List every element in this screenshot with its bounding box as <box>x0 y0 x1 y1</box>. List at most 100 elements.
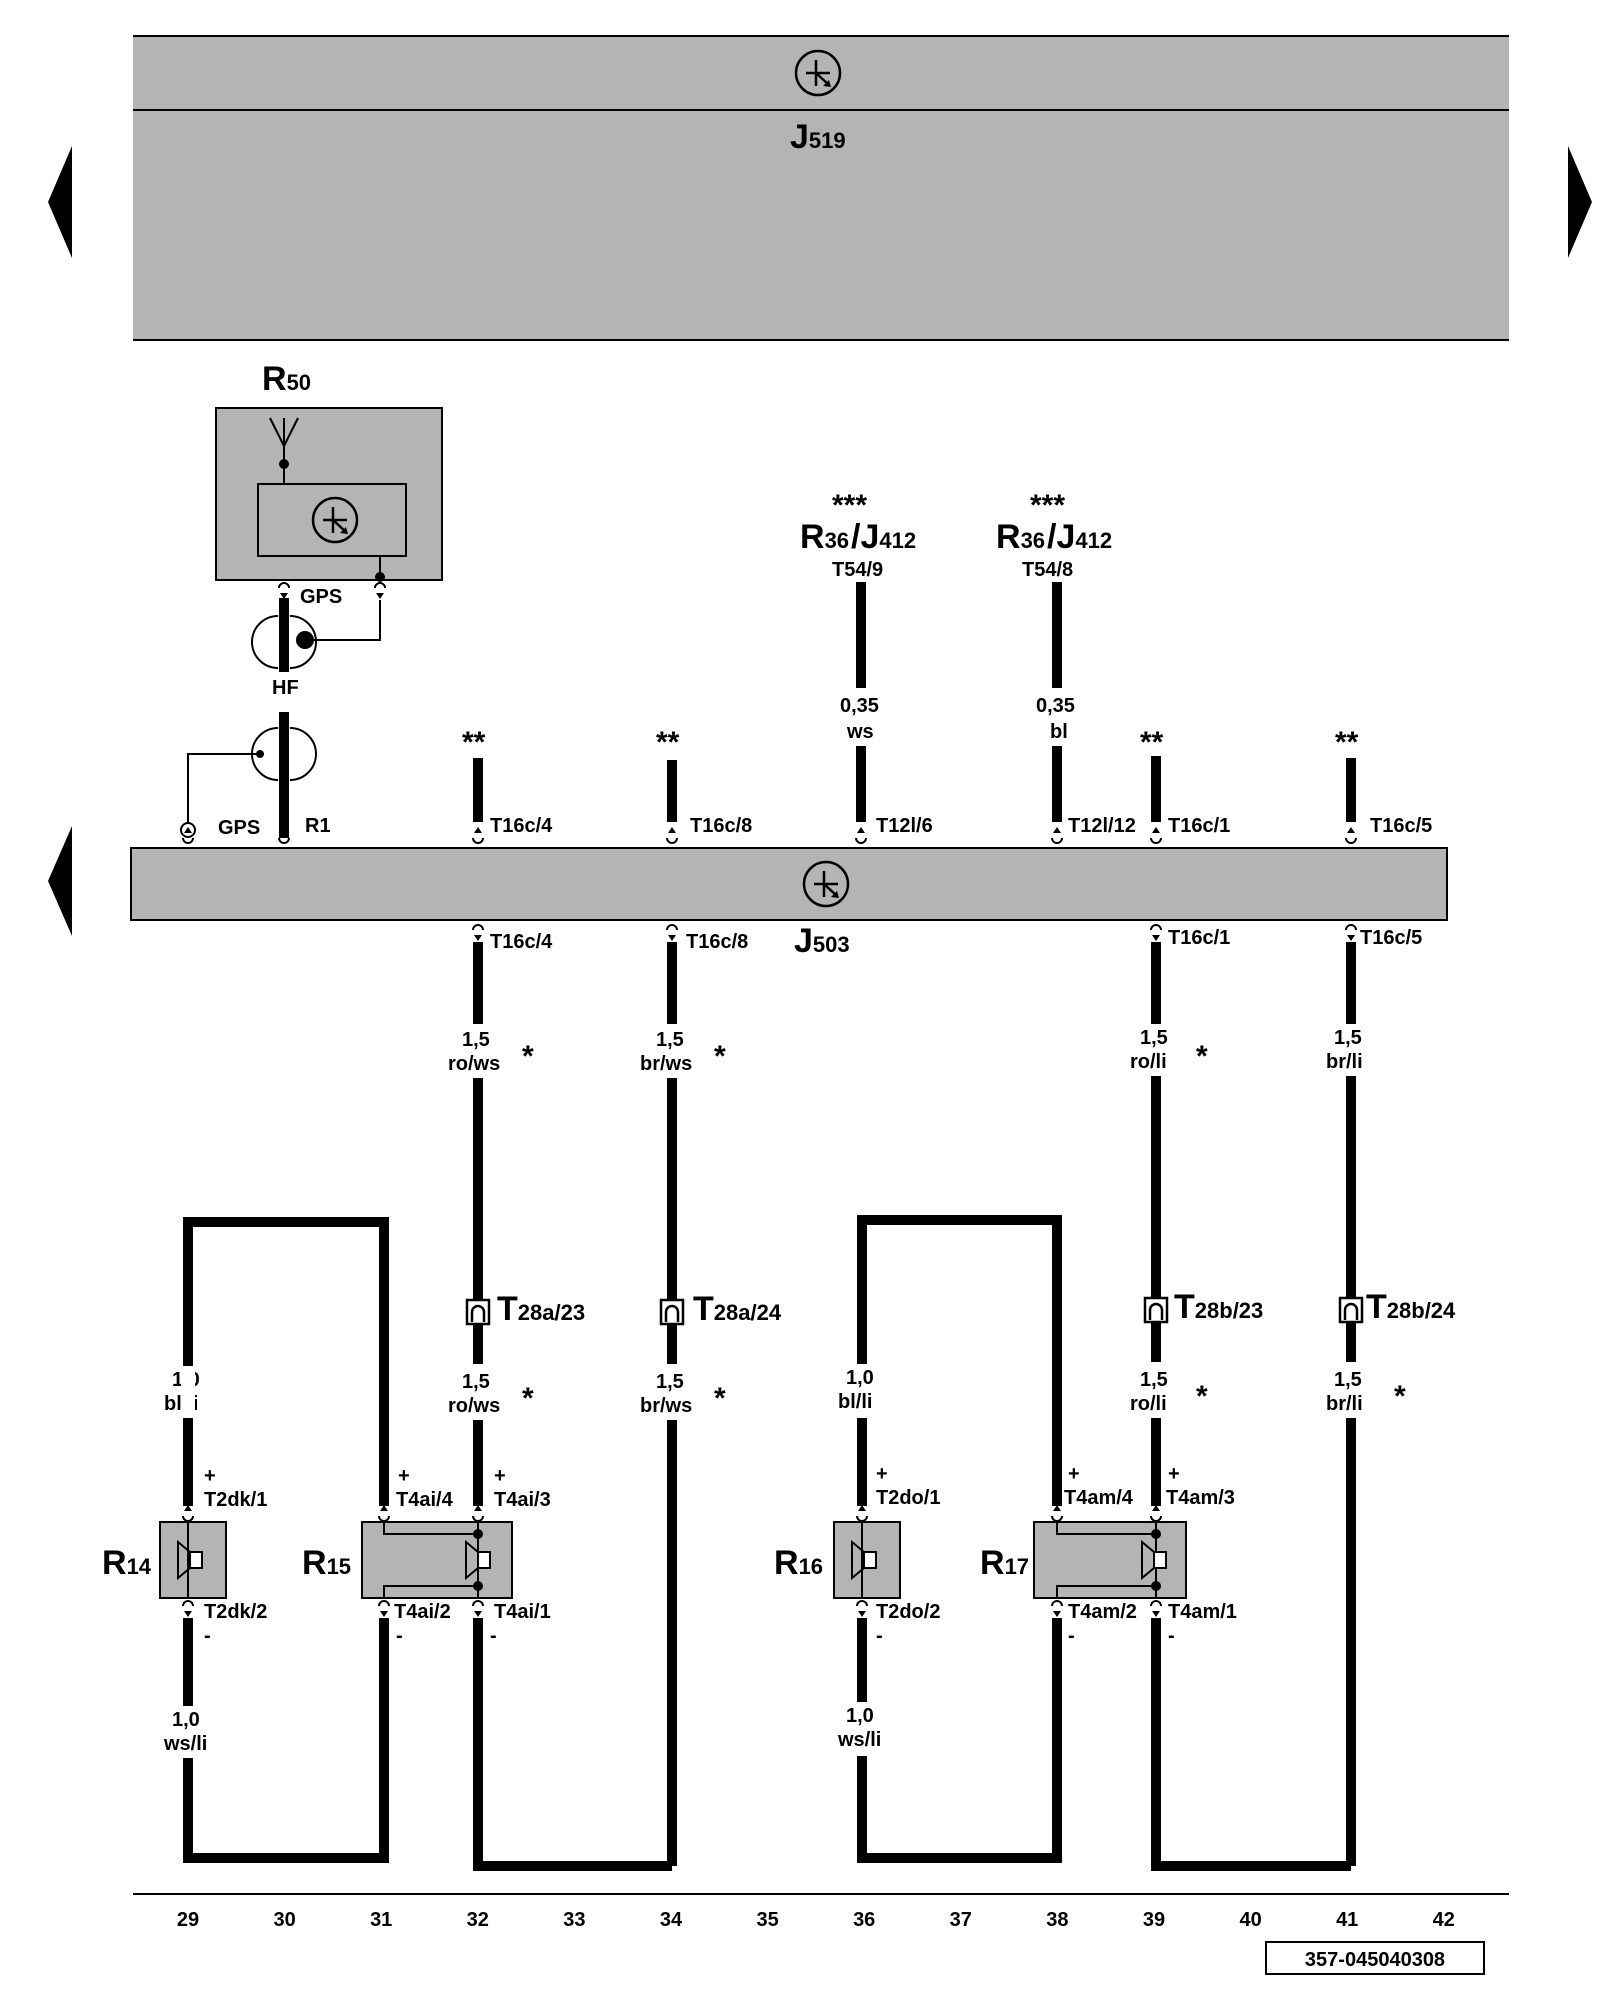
pin-label: R1 <box>305 815 331 837</box>
pin-label: T16c/4 <box>490 931 553 953</box>
svg-text:-: - <box>204 1625 211 1647</box>
svg-text:ro/ws: ro/ws <box>448 1395 500 1417</box>
svg-text:br/li: br/li <box>1326 1393 1363 1415</box>
svg-text:***: *** <box>832 489 867 522</box>
column-number: 38 <box>1046 1909 1068 1931</box>
column-number: 32 <box>467 1909 489 1931</box>
svg-text:T54/8: T54/8 <box>1022 559 1073 581</box>
connector-t28a-24: T28a/24 <box>659 1290 782 1328</box>
svg-text:T28b/24: T28b/24 <box>1366 1288 1456 1326</box>
svg-text:+: + <box>1168 1463 1180 1485</box>
column-number: 39 <box>1143 1909 1165 1931</box>
svg-text:ro/li: ro/li <box>1130 1051 1167 1073</box>
svg-text:ws: ws <box>846 721 874 743</box>
svg-text:357-045040308: 357-045040308 <box>1305 1949 1445 1971</box>
svg-text:+: + <box>494 1465 506 1487</box>
svg-text:T4am/1: T4am/1 <box>1168 1601 1237 1623</box>
svg-text:1,5: 1,5 <box>462 1371 490 1393</box>
connector-t28b-23: T28b/23 <box>1143 1288 1263 1326</box>
arrow-right-icon[interactable] <box>1568 146 1592 258</box>
pin-label: T16c/5 <box>1370 815 1432 837</box>
speaker-r14: + T2dk/1 R14 T2dk/2 - <box>102 1465 267 1647</box>
svg-text:1,0: 1,0 <box>172 1709 200 1731</box>
column-number: 40 <box>1239 1909 1261 1931</box>
svg-text:1,5: 1,5 <box>656 1371 684 1393</box>
svg-text:1,5: 1,5 <box>656 1029 684 1051</box>
svg-text:br/ws: br/ws <box>640 1053 692 1075</box>
svg-text:*: * <box>1196 1040 1208 1073</box>
svg-text:R36/J412: R36/J412 <box>800 518 916 556</box>
j503-control-unit: J503 <box>130 847 1448 960</box>
r50-label: R50 <box>262 360 311 398</box>
svg-text:+: + <box>876 1463 888 1485</box>
svg-text:-: - <box>1068 1625 1075 1647</box>
svg-text:0,35: 0,35 <box>1036 695 1075 717</box>
svg-text:-: - <box>876 1625 883 1647</box>
connector-t28a-23: T28a/23 <box>465 1290 585 1328</box>
svg-text:T4am/3: T4am/3 <box>1166 1487 1235 1509</box>
arrow-left-icon[interactable] <box>48 826 72 936</box>
r36-j412-ref-1: *** R36/J412 T54/9 0,35 ws <box>800 489 916 822</box>
pin-label: T12l/6 <box>876 815 933 837</box>
svg-text:1,5: 1,5 <box>1140 1027 1168 1049</box>
svg-text:1,5: 1,5 <box>462 1029 490 1051</box>
pin-label: T12l/12 <box>1068 815 1136 837</box>
svg-text:T4am/4: T4am/4 <box>1064 1487 1134 1509</box>
svg-text:*: * <box>714 1382 726 1415</box>
svg-text:R16: R16 <box>774 1544 823 1582</box>
connector-icon <box>1338 1296 1364 1324</box>
pin-label: T16c/1 <box>1168 927 1230 949</box>
svg-text:R36/J412: R36/J412 <box>996 518 1112 556</box>
connector-icon <box>465 1298 491 1326</box>
svg-text:1,0: 1,0 <box>846 1367 874 1389</box>
antenna-icon <box>269 417 299 484</box>
svg-text:ws/li: ws/li <box>837 1729 881 1751</box>
svg-text:+: + <box>398 1465 410 1487</box>
svg-text:*: * <box>714 1040 726 1073</box>
ground-icon <box>374 582 386 600</box>
svg-text:T4ai/3: T4ai/3 <box>494 1489 551 1511</box>
svg-text:-: - <box>1168 1625 1175 1647</box>
svg-text:1,5: 1,5 <box>1334 1369 1362 1391</box>
svg-text:1,0: 1,0 <box>846 1705 874 1727</box>
svg-text:R15: R15 <box>302 1544 351 1582</box>
hf-label: HF <box>272 677 299 699</box>
column-number: 34 <box>660 1909 683 1931</box>
pin-label: T16c/4 <box>490 815 553 837</box>
svg-text:*: * <box>522 1382 534 1415</box>
pin-label: GPS <box>218 817 260 839</box>
stub-marker: ** <box>1335 726 1359 759</box>
stub-marker: ** <box>462 726 486 759</box>
column-number: 41 <box>1336 1909 1358 1931</box>
column-number: 35 <box>756 1909 778 1931</box>
svg-text:ws/li: ws/li <box>163 1733 207 1755</box>
svg-text:R14: R14 <box>102 1544 152 1582</box>
svg-text:ro/ws: ro/ws <box>448 1053 500 1075</box>
column-number: 33 <box>563 1909 585 1931</box>
arrow-left-icon[interactable] <box>48 146 72 258</box>
r36-j412-ref-2: *** R36/J412 T54/8 0,35 bl <box>996 489 1112 822</box>
j519-control-unit: J519 <box>133 35 1509 341</box>
svg-text:T4ai/2: T4ai/2 <box>394 1601 451 1623</box>
column-number: 29 <box>177 1909 199 1931</box>
svg-text:ro/li: ro/li <box>1130 1393 1167 1415</box>
stub-marker: ** <box>656 726 680 759</box>
speaker-r17: + T4am/4 + T4am/3 R17 T4am/2 T4am/1 - - <box>980 1463 1237 1647</box>
svg-text:bl/li: bl/li <box>838 1391 872 1413</box>
r50-antenna-module: R50 <box>215 360 443 582</box>
svg-text:R17: R17 <box>980 1544 1029 1582</box>
svg-text:bl: bl <box>1050 721 1068 743</box>
svg-text:*: * <box>522 1040 534 1073</box>
connector-icon <box>1143 1296 1169 1324</box>
svg-text:1,5: 1,5 <box>1140 1369 1168 1391</box>
column-number: 42 <box>1433 1909 1455 1931</box>
pin-label: T16c/1 <box>1168 815 1230 837</box>
svg-text:T2dk/2: T2dk/2 <box>204 1601 267 1623</box>
svg-text:T2do/2: T2do/2 <box>876 1601 940 1623</box>
svg-text:T2do/1: T2do/1 <box>876 1487 940 1509</box>
document-code: 357-045040308 <box>1265 1941 1485 1975</box>
svg-text:+: + <box>1068 1463 1080 1485</box>
pin-label: T16c/5 <box>1360 927 1422 949</box>
